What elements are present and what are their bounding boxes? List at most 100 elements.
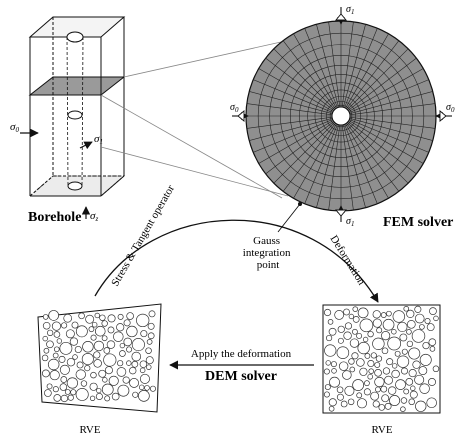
particle bbox=[331, 368, 337, 374]
particle bbox=[343, 308, 350, 316]
particle bbox=[380, 312, 387, 318]
fem-mesh-spoke bbox=[246, 103, 333, 116]
particle bbox=[78, 312, 85, 320]
particle bbox=[131, 360, 139, 368]
particle bbox=[101, 335, 108, 342]
particle bbox=[103, 353, 117, 367]
particle bbox=[337, 325, 345, 333]
particle bbox=[65, 329, 75, 339]
particle bbox=[85, 314, 95, 324]
particle bbox=[48, 310, 60, 321]
particle bbox=[414, 305, 422, 313]
particle bbox=[81, 353, 94, 366]
particle bbox=[410, 385, 416, 391]
particle bbox=[327, 319, 334, 325]
particle bbox=[348, 313, 355, 320]
fem-mesh-disk bbox=[245, 20, 437, 212]
particle bbox=[372, 310, 381, 319]
particle bbox=[139, 367, 146, 374]
particle bbox=[399, 333, 408, 342]
fem-mesh-spoke bbox=[328, 21, 341, 108]
particle bbox=[381, 347, 389, 355]
particle bbox=[139, 373, 150, 384]
fem-mesh-spoke bbox=[347, 57, 417, 111]
sigma-z-label: σz bbox=[90, 210, 98, 223]
particle bbox=[408, 369, 417, 378]
particle bbox=[356, 358, 365, 367]
fem-mesh-spoke bbox=[349, 119, 429, 153]
fem-mesh-spoke bbox=[293, 33, 337, 109]
particle bbox=[356, 398, 368, 409]
particle bbox=[384, 402, 392, 410]
fem-mesh-spoke bbox=[341, 124, 354, 211]
particle bbox=[46, 383, 53, 390]
particle bbox=[60, 322, 68, 329]
particle bbox=[338, 361, 349, 371]
particle bbox=[47, 329, 54, 337]
particle bbox=[324, 384, 331, 391]
rve-right-particles bbox=[323, 305, 440, 412]
particle bbox=[391, 369, 400, 379]
particle bbox=[351, 352, 359, 360]
particle bbox=[406, 340, 414, 348]
particle bbox=[93, 340, 105, 352]
fem-mesh-spoke bbox=[282, 122, 336, 192]
particle bbox=[52, 386, 59, 393]
particle bbox=[367, 359, 375, 368]
particle bbox=[414, 313, 425, 324]
particle bbox=[359, 367, 368, 376]
fem-mesh-spoke bbox=[253, 119, 333, 153]
particle bbox=[149, 385, 156, 392]
particle bbox=[89, 382, 98, 391]
particle bbox=[386, 310, 392, 317]
particle bbox=[381, 394, 390, 403]
particle bbox=[352, 379, 365, 391]
particle bbox=[90, 334, 97, 341]
particle bbox=[356, 392, 363, 399]
particle bbox=[363, 388, 371, 396]
rve-left bbox=[37, 303, 162, 413]
fem-mesh-spoke bbox=[345, 33, 389, 109]
particle bbox=[386, 358, 394, 366]
particle bbox=[382, 367, 391, 375]
particle bbox=[145, 347, 152, 354]
particle bbox=[419, 353, 432, 366]
particle bbox=[324, 344, 337, 357]
particle bbox=[99, 314, 106, 321]
rve-left-label: RVE bbox=[79, 424, 100, 436]
particle bbox=[406, 309, 415, 319]
particle bbox=[384, 375, 393, 385]
particle bbox=[56, 338, 62, 344]
particle bbox=[93, 359, 102, 368]
particle bbox=[89, 395, 96, 401]
particle bbox=[349, 366, 356, 373]
fem-mesh-spoke bbox=[347, 48, 409, 110]
particle bbox=[53, 346, 60, 353]
particle bbox=[419, 324, 425, 330]
particle bbox=[94, 312, 100, 319]
particle bbox=[107, 314, 116, 323]
particle bbox=[91, 321, 98, 328]
particle bbox=[146, 339, 153, 345]
particle bbox=[117, 360, 124, 367]
particle bbox=[362, 336, 369, 343]
fem-mesh-spoke bbox=[349, 103, 436, 116]
particle bbox=[126, 325, 138, 338]
particle bbox=[131, 338, 145, 352]
borehole-label: Borehole bbox=[28, 210, 81, 225]
fem-mesh-spoke bbox=[344, 28, 378, 108]
particle bbox=[41, 369, 50, 378]
particle bbox=[102, 377, 108, 383]
particle bbox=[334, 310, 345, 320]
fem-mesh-spoke bbox=[265, 121, 335, 175]
particle bbox=[75, 325, 88, 338]
particle bbox=[53, 394, 62, 402]
particle bbox=[147, 332, 155, 340]
particle bbox=[64, 389, 71, 395]
particle bbox=[328, 398, 337, 407]
fem-mesh-spoke bbox=[282, 40, 336, 110]
fem-mesh-spoke bbox=[293, 123, 337, 199]
particle bbox=[126, 360, 132, 366]
particle bbox=[422, 341, 430, 350]
particle bbox=[59, 364, 70, 375]
